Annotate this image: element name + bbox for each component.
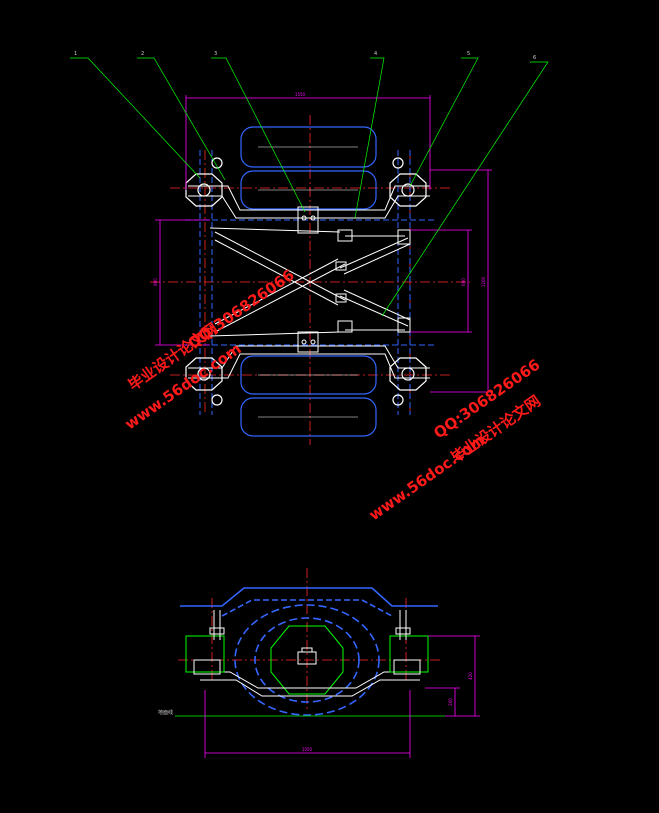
side-left-housing — [185, 610, 225, 675]
hub-bottom-right — [389, 357, 427, 406]
leader-lines — [70, 57, 549, 317]
tyre-upper-1 — [240, 126, 377, 168]
side-right-housing — [389, 610, 429, 675]
callout-2: 2 — [141, 51, 144, 57]
watermark-left-qq: QQ:306826066 — [185, 266, 298, 353]
watermark-left: 毕业设计论文网 QQ:306826066 www.56doc.com — [122, 266, 298, 433]
callout-3: 3 — [214, 51, 217, 57]
ground-line-caption: 地面线 — [158, 709, 173, 716]
side-wheel-octagon — [270, 625, 344, 695]
dim-right-height-inner: 600 — [461, 278, 466, 286]
hub-top-right — [389, 157, 427, 207]
tyre-lower-1 — [240, 355, 377, 395]
center-lines — [150, 115, 470, 445]
frame-rails — [185, 150, 435, 415]
dim-right-height-outer: 1200 — [481, 276, 486, 287]
plan-dimensions — [155, 95, 492, 393]
callout-labels: 1 2 3 4 5 6 — [74, 51, 536, 61]
side-frame-top — [180, 587, 438, 716]
side-dimensions — [204, 635, 480, 758]
center-brackets — [297, 206, 319, 353]
hub-bottom-left — [185, 357, 223, 406]
tyre-lower-2 — [240, 397, 377, 437]
dim-side-height-1: 420 — [468, 672, 473, 680]
callout-5: 5 — [467, 51, 470, 57]
tyre-upper-2 — [240, 170, 377, 210]
callout-4: 4 — [374, 51, 377, 57]
dim-left-height: 800 — [153, 278, 158, 286]
dim-bottom-width: 1050 — [302, 747, 313, 752]
side-view: 地面线 1050 420 200 — [158, 568, 480, 758]
watermark-right: www.56doc.com QQ:306826066 毕业设计论文网 — [366, 356, 544, 525]
dim-side-height-2: 200 — [448, 698, 453, 706]
x-braces — [214, 231, 346, 333]
callout-6: 6 — [533, 55, 536, 61]
callout-1: 1 — [74, 51, 77, 57]
side-center-lines — [178, 568, 440, 712]
link-rods — [335, 229, 411, 333]
plan-view: 1550 800 1200 600 1 2 3 4 5 6 — [70, 51, 549, 445]
dim-top-width: 1550 — [295, 92, 306, 97]
